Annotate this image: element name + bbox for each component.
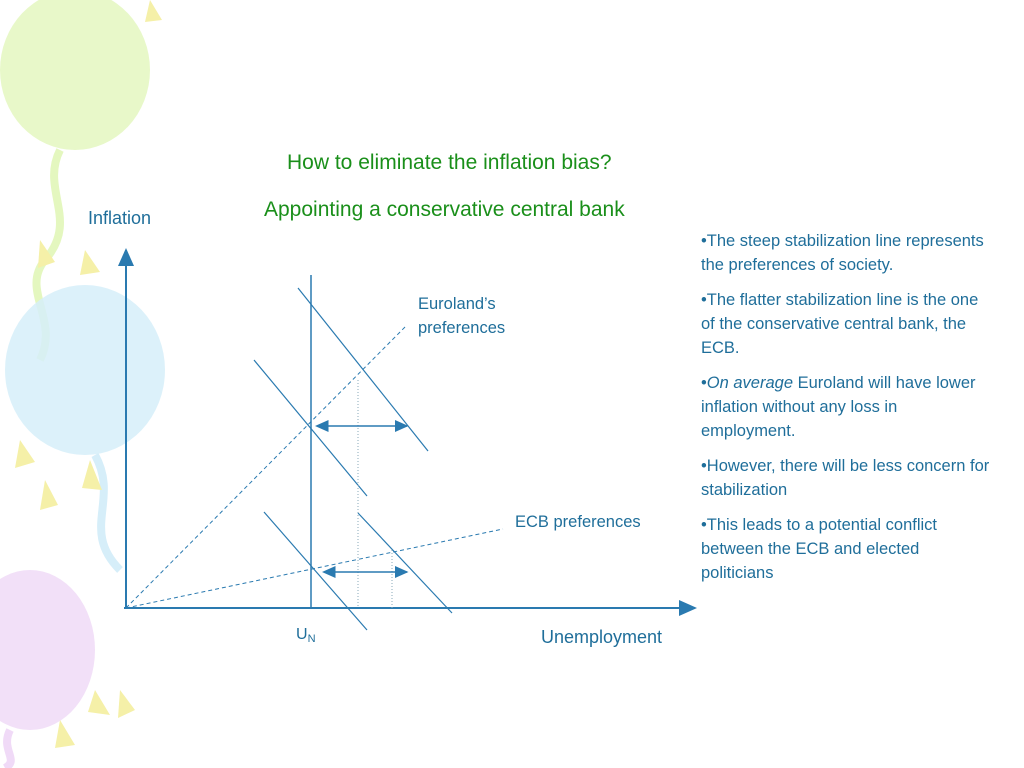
purple-balloon — [0, 570, 95, 730]
confetti-5 — [15, 440, 35, 468]
euroland-label-line2: preferences — [418, 319, 506, 337]
ecb-label: ECB preferences — [515, 513, 641, 531]
bullet-2: •The flatter stabilization line is the o… — [701, 291, 979, 357]
confetti-9 — [118, 690, 135, 718]
confetti-3 — [38, 240, 55, 268]
flat-stabilization-line-2 — [357, 512, 453, 614]
steep-stabilization-line-1 — [253, 359, 368, 497]
ecb-preference-line — [125, 528, 504, 609]
blue-balloon-string — [91, 453, 123, 573]
euroland-label-line1: Euroland’s — [418, 295, 496, 313]
slide-title: How to eliminate the inflation bias? — [287, 151, 612, 174]
un-label: UN — [296, 626, 316, 645]
flat-stabilization-line-1 — [263, 511, 368, 631]
explanation-bullets: •The steep stabilization line represents… — [701, 229, 991, 596]
x-axis-label: Unemployment — [541, 627, 663, 647]
y-axis-label: Inflation — [88, 208, 152, 228]
slide-subtitle: Appointing a conservative central bank — [264, 198, 625, 221]
confetti-10 — [55, 720, 75, 748]
un-label-sub: N — [307, 633, 316, 645]
bullet-4: •However, there will be less concern for… — [701, 457, 990, 499]
un-label-main: U — [296, 626, 308, 643]
confetti-7 — [40, 480, 58, 510]
bullet-3: •On average Euroland will have lower inf… — [701, 374, 976, 440]
confetti-6 — [82, 460, 102, 490]
bullet-1: •The steep stabilization line represents… — [701, 232, 984, 274]
euroland-preference-line — [125, 324, 408, 609]
confetti-4 — [80, 250, 100, 275]
confetti-1 — [145, 0, 162, 22]
green-balloon — [0, 0, 150, 150]
bullet-5: •This leads to a potential conflict betw… — [701, 516, 937, 582]
confetti-8 — [88, 690, 110, 715]
stabilization-diagram — [118, 248, 697, 631]
purple-balloon-string — [2, 728, 15, 768]
